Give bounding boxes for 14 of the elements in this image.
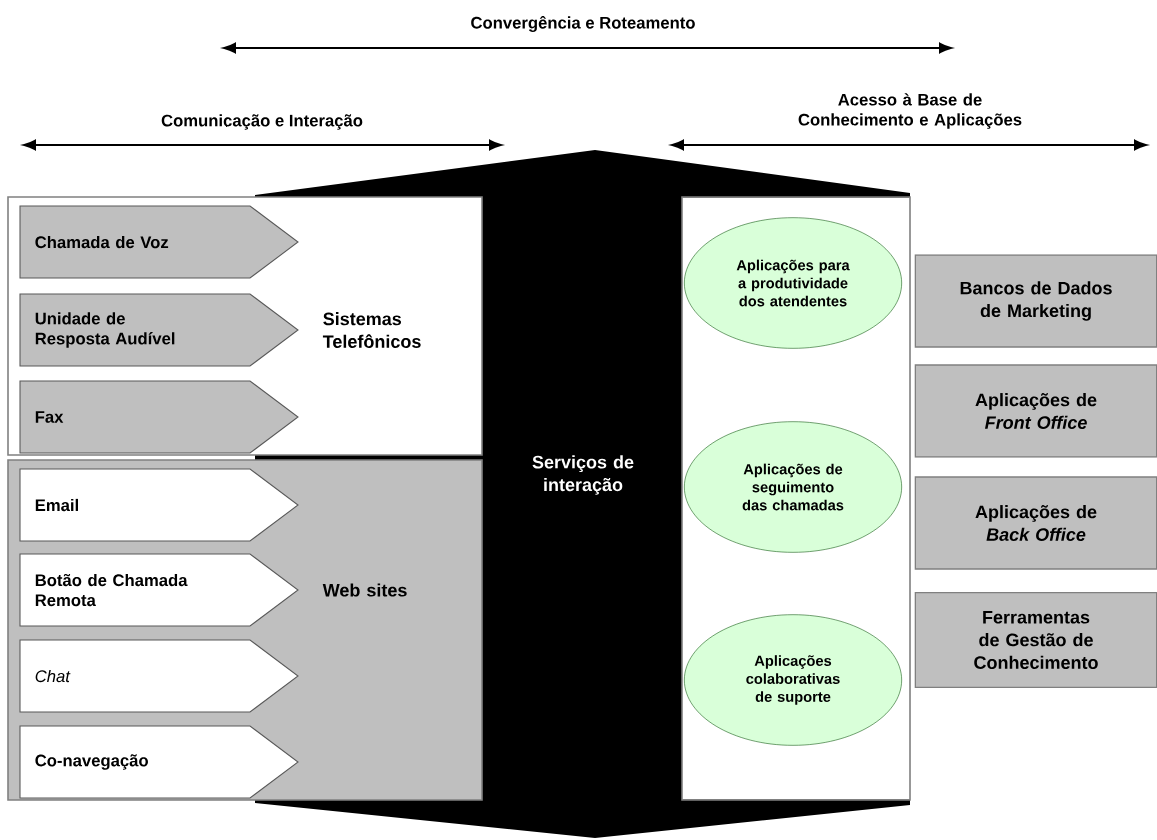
chevron-box: Co-navegação (19, 725, 299, 799)
chevron-box: Botão de Chamada Remota (19, 553, 299, 627)
chevron-box: Chamada de Voz (19, 205, 299, 279)
system-box: Ferramentas de Gestão de Conhecimento (914, 592, 1157, 688)
heading: Comunicação e Interação (161, 114, 363, 130)
heading: Convergência e Roteamento (471, 16, 695, 32)
system-box: Aplicações de Front Office (914, 364, 1157, 458)
chevron-box: Email (19, 468, 299, 542)
chevron-box: Fax (19, 380, 299, 454)
heading: Acesso à Base de Conhecimento e Aplicações (798, 93, 1022, 129)
chevron-box: Unidade de Resposta Audível (19, 293, 299, 367)
system-box: Bancos de Dados de Marketing (914, 254, 1157, 348)
chevron-box: Chat (19, 639, 299, 713)
system-box: Aplicações de Back Office (914, 476, 1157, 570)
